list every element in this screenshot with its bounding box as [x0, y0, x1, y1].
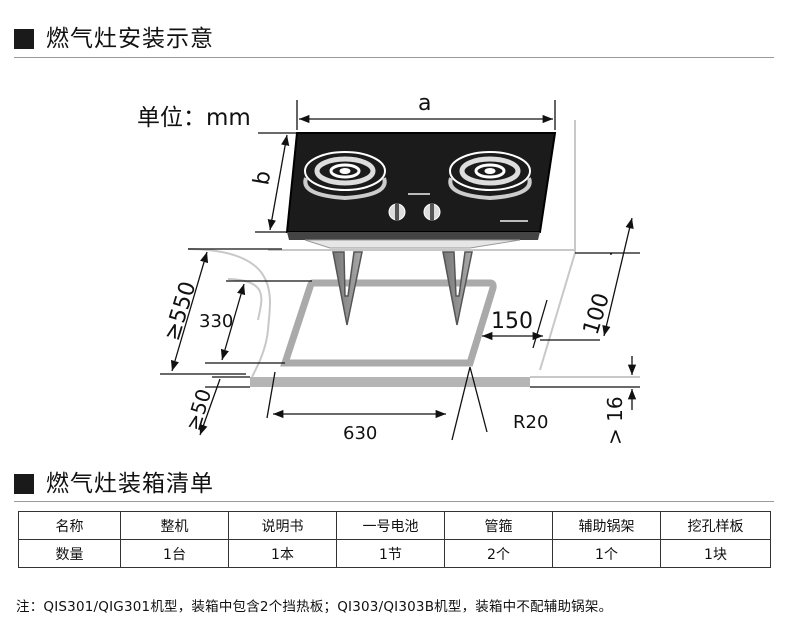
table-cell: 名称 [18, 511, 121, 540]
table-cell: 1本 [228, 539, 337, 568]
unit-label: 单位：mm [137, 105, 251, 131]
table-cell: 管箍 [444, 511, 553, 540]
divider [14, 57, 774, 58]
dim-100-label: 100 [579, 290, 615, 337]
dim-b-label: b [249, 169, 276, 187]
table-cell: 1块 [660, 539, 771, 568]
down-arrow-left [332, 251, 363, 326]
table-cell: 说明书 [228, 511, 337, 540]
down-arrow-right [442, 251, 473, 326]
divider [14, 501, 774, 502]
dim-150-label: 150 [491, 309, 533, 334]
dim-330-label: 330 [199, 311, 233, 332]
section-heading-installation: 燃气灶安装示意 [14, 25, 214, 53]
countertop-edge [250, 377, 530, 387]
dim-50-label: ≥50 [181, 386, 216, 433]
stove-illustration [285, 132, 557, 249]
section-heading-packing: 燃气灶装箱清单 [14, 470, 214, 498]
table-cell: 挖孔样板 [660, 511, 771, 540]
table-cell: 2个 [444, 539, 553, 568]
table-row: 数量 1台 1本 1节 2个 1个 1块 [18, 539, 771, 568]
installation-diagram: 单位：mm a b ≥550 330 ≥50 150 100 630 R20 >… [137, 91, 640, 445]
countertop [187, 120, 576, 378]
table-cell: 辅助锅架 [552, 511, 661, 540]
table-cell: 1个 [552, 539, 661, 568]
dim-r20-label: R20 [513, 412, 548, 433]
table-cell: 1节 [336, 539, 445, 568]
table-header-row: 名称 整机 说明书 一号电池 管箍 辅助锅架 挖孔样板 [18, 511, 771, 540]
table-cell: 整机 [120, 511, 229, 540]
section-title: 燃气灶安装示意 [46, 26, 214, 52]
table-cell: 数量 [18, 539, 121, 568]
dim-630-label: 630 [343, 423, 377, 444]
cutout-hole [280, 279, 497, 367]
table-cell: 1台 [120, 539, 229, 568]
burner-left [303, 151, 387, 201]
burner-right [448, 151, 532, 201]
dim-a-label: a [418, 91, 431, 116]
dim-16-label: > 16 [603, 396, 627, 445]
packing-list-table: 名称 整机 说明书 一号电池 管箍 辅助锅架 挖孔样板 数量 1台 1本 1节 … [18, 511, 771, 568]
heading-square-icon [14, 474, 34, 494]
heading-square-icon [14, 29, 34, 49]
dim-550-label: ≥550 [160, 279, 202, 344]
table-cell: 一号电池 [336, 511, 445, 540]
footnote: 注：QIS301/QIG301机型，装箱中包含2个挡热板；QI303/QI303… [16, 599, 613, 615]
section-title: 燃气灶装箱清单 [46, 471, 214, 497]
